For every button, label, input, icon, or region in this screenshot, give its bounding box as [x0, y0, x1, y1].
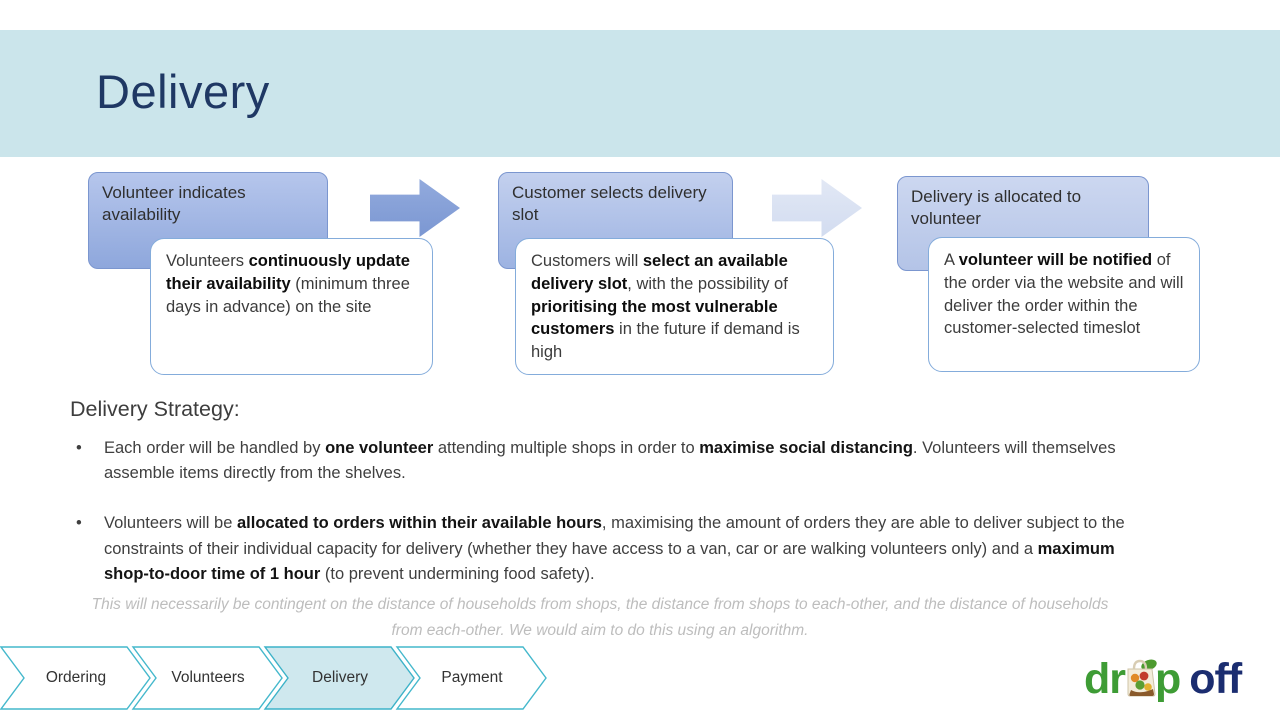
page-title: Delivery: [96, 65, 270, 118]
nav-item-ordering[interactable]: Ordering: [45, 669, 107, 686]
section-heading-delivery-strategy: Delivery Strategy:: [70, 397, 240, 421]
nav-item-volunteers[interactable]: Volunteers: [171, 669, 245, 686]
dropoff-logo: dr p off: [1084, 655, 1242, 704]
header-band: [0, 30, 1280, 157]
strategy-footnote: This will necessarily be contingent on t…: [91, 596, 1109, 639]
logo-text-off: off: [1189, 655, 1242, 703]
strategy-bullet-list: Each order will be handled by one volunt…: [70, 436, 1140, 612]
nav-item-payment[interactable]: Payment: [441, 669, 503, 686]
callout-volunteer-availability: Volunteers continuously update their ava…: [150, 238, 433, 375]
logo-text-p: p: [1155, 655, 1181, 703]
strategy-bullet-1: Each order will be handled by one volunt…: [70, 436, 1140, 486]
chevron-shapes: [0, 646, 547, 710]
logo-text-dr: dr: [1084, 655, 1126, 703]
right-arrow-icon: [370, 179, 460, 237]
right-arrow-icon: [772, 179, 862, 237]
strategy-bullet-2: Volunteers will be allocated to orders w…: [70, 511, 1140, 587]
callout-customer-slot: Customers will select an available deliv…: [515, 238, 834, 375]
section-nav: Ordering Volunteers Delivery Payment: [0, 646, 600, 710]
callout-delivery-allocated: A volunteer will be notified of the orde…: [928, 237, 1200, 372]
shopping-bag-icon: [1127, 659, 1157, 696]
nav-item-delivery[interactable]: Delivery: [312, 669, 368, 686]
